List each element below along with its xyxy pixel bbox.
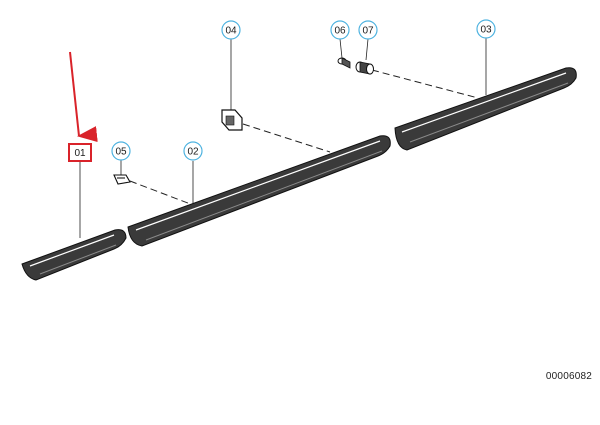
- part-06-stud: [337, 57, 351, 69]
- callout-06[interactable]: 06: [330, 20, 350, 40]
- callout-01-label: 01: [74, 148, 86, 159]
- part-01-front-moulding: [21, 229, 127, 281]
- callout-02[interactable]: 02: [183, 141, 203, 161]
- callout-05[interactable]: 05: [111, 141, 131, 161]
- callout-05-label: 05: [115, 147, 127, 158]
- callout-07-label: 07: [362, 26, 374, 37]
- part-03-rear-moulding: [394, 67, 577, 151]
- callout-02-label: 02: [187, 147, 199, 158]
- callout-04-label: 04: [225, 26, 237, 37]
- callout-03-label: 03: [480, 25, 492, 36]
- callout-01[interactable]: 01: [68, 143, 92, 162]
- callout-03[interactable]: 03: [476, 19, 496, 39]
- assembly-lines: [129, 69, 479, 206]
- part-04-clip: [221, 109, 243, 131]
- callout-06-label: 06: [334, 26, 346, 37]
- part-02-middle-moulding: [127, 135, 391, 247]
- leader-lines: [79, 38, 487, 238]
- part-07-grommet: [355, 61, 374, 75]
- pointer-arrow: [69, 51, 98, 143]
- callout-04[interactable]: 04: [221, 20, 241, 40]
- diagram-reference-number: 00006082: [545, 371, 592, 382]
- part-05-small-clip: [113, 174, 131, 185]
- callout-07[interactable]: 07: [358, 20, 378, 40]
